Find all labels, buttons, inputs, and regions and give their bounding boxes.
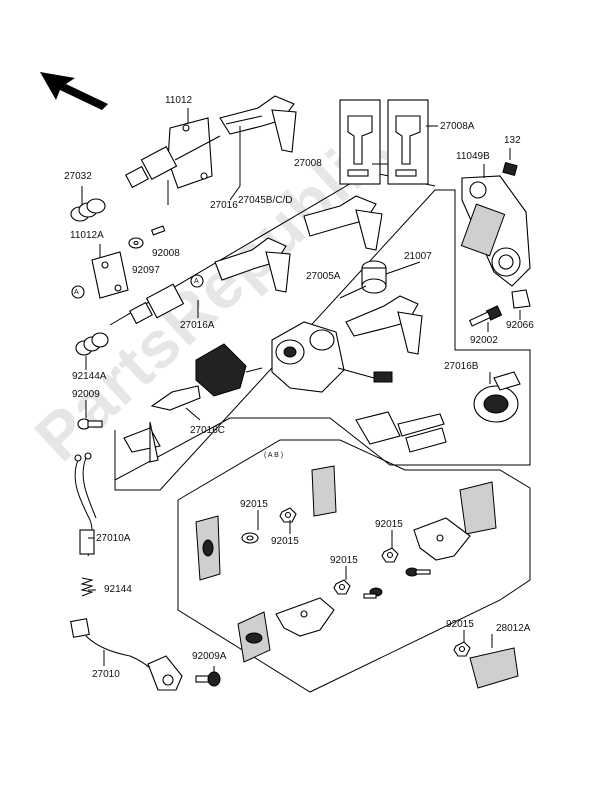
label-27016: 27016 xyxy=(210,200,238,211)
label-27008a: 27008A xyxy=(440,121,475,132)
label-92009a: 92009A xyxy=(192,651,227,662)
label-132: 132 xyxy=(504,135,521,146)
reflector-28012a xyxy=(469,647,519,689)
bolt-92002 xyxy=(468,305,503,327)
label-27045: 27045B/C/D xyxy=(238,195,293,206)
label-92008: 92008 xyxy=(152,248,180,259)
label-92097: 92097 xyxy=(132,265,160,276)
nut-92015-5 xyxy=(453,641,471,657)
label-11012: 11012 xyxy=(165,95,193,106)
ignition-key-27016c xyxy=(123,385,201,463)
label-92015-1: 92015 xyxy=(240,499,268,510)
lock-cylinder-2 xyxy=(129,283,185,325)
label-27005a: 27005A xyxy=(306,271,341,282)
label-92144: 92144 xyxy=(104,584,132,595)
key-blank-27008a xyxy=(387,99,429,185)
reflector-bottom xyxy=(237,611,271,663)
label-28012a: 28012A xyxy=(496,623,531,634)
washer-92097 xyxy=(128,237,144,249)
label-92066: 92066 xyxy=(506,320,534,331)
front-direction-arrow-icon xyxy=(40,72,108,110)
leader-lines xyxy=(81,108,521,672)
label-27010a: 27010A xyxy=(96,533,131,544)
callout-a-2: A xyxy=(194,278,199,285)
label-27008: 27008 xyxy=(294,158,322,169)
label-92015-4: 92015 xyxy=(330,555,358,566)
ignition-key-27016 xyxy=(219,95,297,153)
rubber-damper-92066 xyxy=(511,289,531,309)
label-92015-5: 92015 xyxy=(446,619,474,630)
screw-bottom xyxy=(363,587,383,599)
label-92002: 92002 xyxy=(470,335,498,346)
switch-27010 xyxy=(70,618,183,691)
cap-plate-11012a xyxy=(71,251,129,299)
rubber-cover xyxy=(195,343,263,397)
nut-92015-3 xyxy=(381,547,399,563)
spring-92144 xyxy=(80,577,94,597)
label-11012a: 11012A xyxy=(70,230,104,241)
ignition-key-27016a xyxy=(190,237,291,293)
label-27016b: 27016B xyxy=(444,361,479,372)
label-27032: 27032 xyxy=(64,171,92,182)
label-27010: 27010 xyxy=(92,669,120,680)
screw-92008 xyxy=(150,225,166,236)
ignition-switch-27005a xyxy=(271,321,393,393)
switch-bracket-11049b xyxy=(460,175,531,287)
spring-92144a xyxy=(75,332,109,356)
reflector-left xyxy=(195,515,221,581)
label-92015-2: 92015 xyxy=(271,536,299,547)
seat-lock-27016b xyxy=(473,371,521,423)
label-11049b: 11049B xyxy=(456,151,490,162)
label-92144a: 92144A xyxy=(72,371,107,382)
ignition-key-27045 xyxy=(303,195,383,251)
reflector-group-outline xyxy=(177,439,531,693)
label-27016a: 27016A xyxy=(180,320,215,331)
ignition-key-set xyxy=(345,295,423,355)
lock-cylinder xyxy=(125,135,221,205)
nut-92015-4 xyxy=(333,579,351,595)
screw-92009 xyxy=(77,418,103,430)
reflector-top xyxy=(311,465,337,517)
label-27016c: 27016C xyxy=(190,425,226,436)
reflector-bracket-right xyxy=(413,517,471,561)
reflector-right-top xyxy=(459,481,497,535)
washer-92015-2 xyxy=(241,532,259,544)
spring-27032 xyxy=(70,198,106,222)
callout-a-1: A xyxy=(74,289,79,296)
harness-27010a xyxy=(74,452,97,557)
legend-ab: ( A B ) xyxy=(264,452,284,459)
bolt-92009a xyxy=(195,671,221,687)
screw-right xyxy=(405,567,431,577)
screw-132 xyxy=(502,162,518,176)
label-21007: 21007 xyxy=(404,251,432,262)
seat-lock-keys xyxy=(355,411,447,453)
reflector-bracket-bottom xyxy=(275,597,335,637)
label-92009: 92009 xyxy=(72,389,100,400)
cap-plate-11012 xyxy=(167,117,213,189)
key-blank-27008 xyxy=(339,99,381,185)
lock-cap-21007 xyxy=(361,260,387,294)
nut-92015-1 xyxy=(279,507,297,523)
label-92015-3: 92015 xyxy=(375,519,403,530)
